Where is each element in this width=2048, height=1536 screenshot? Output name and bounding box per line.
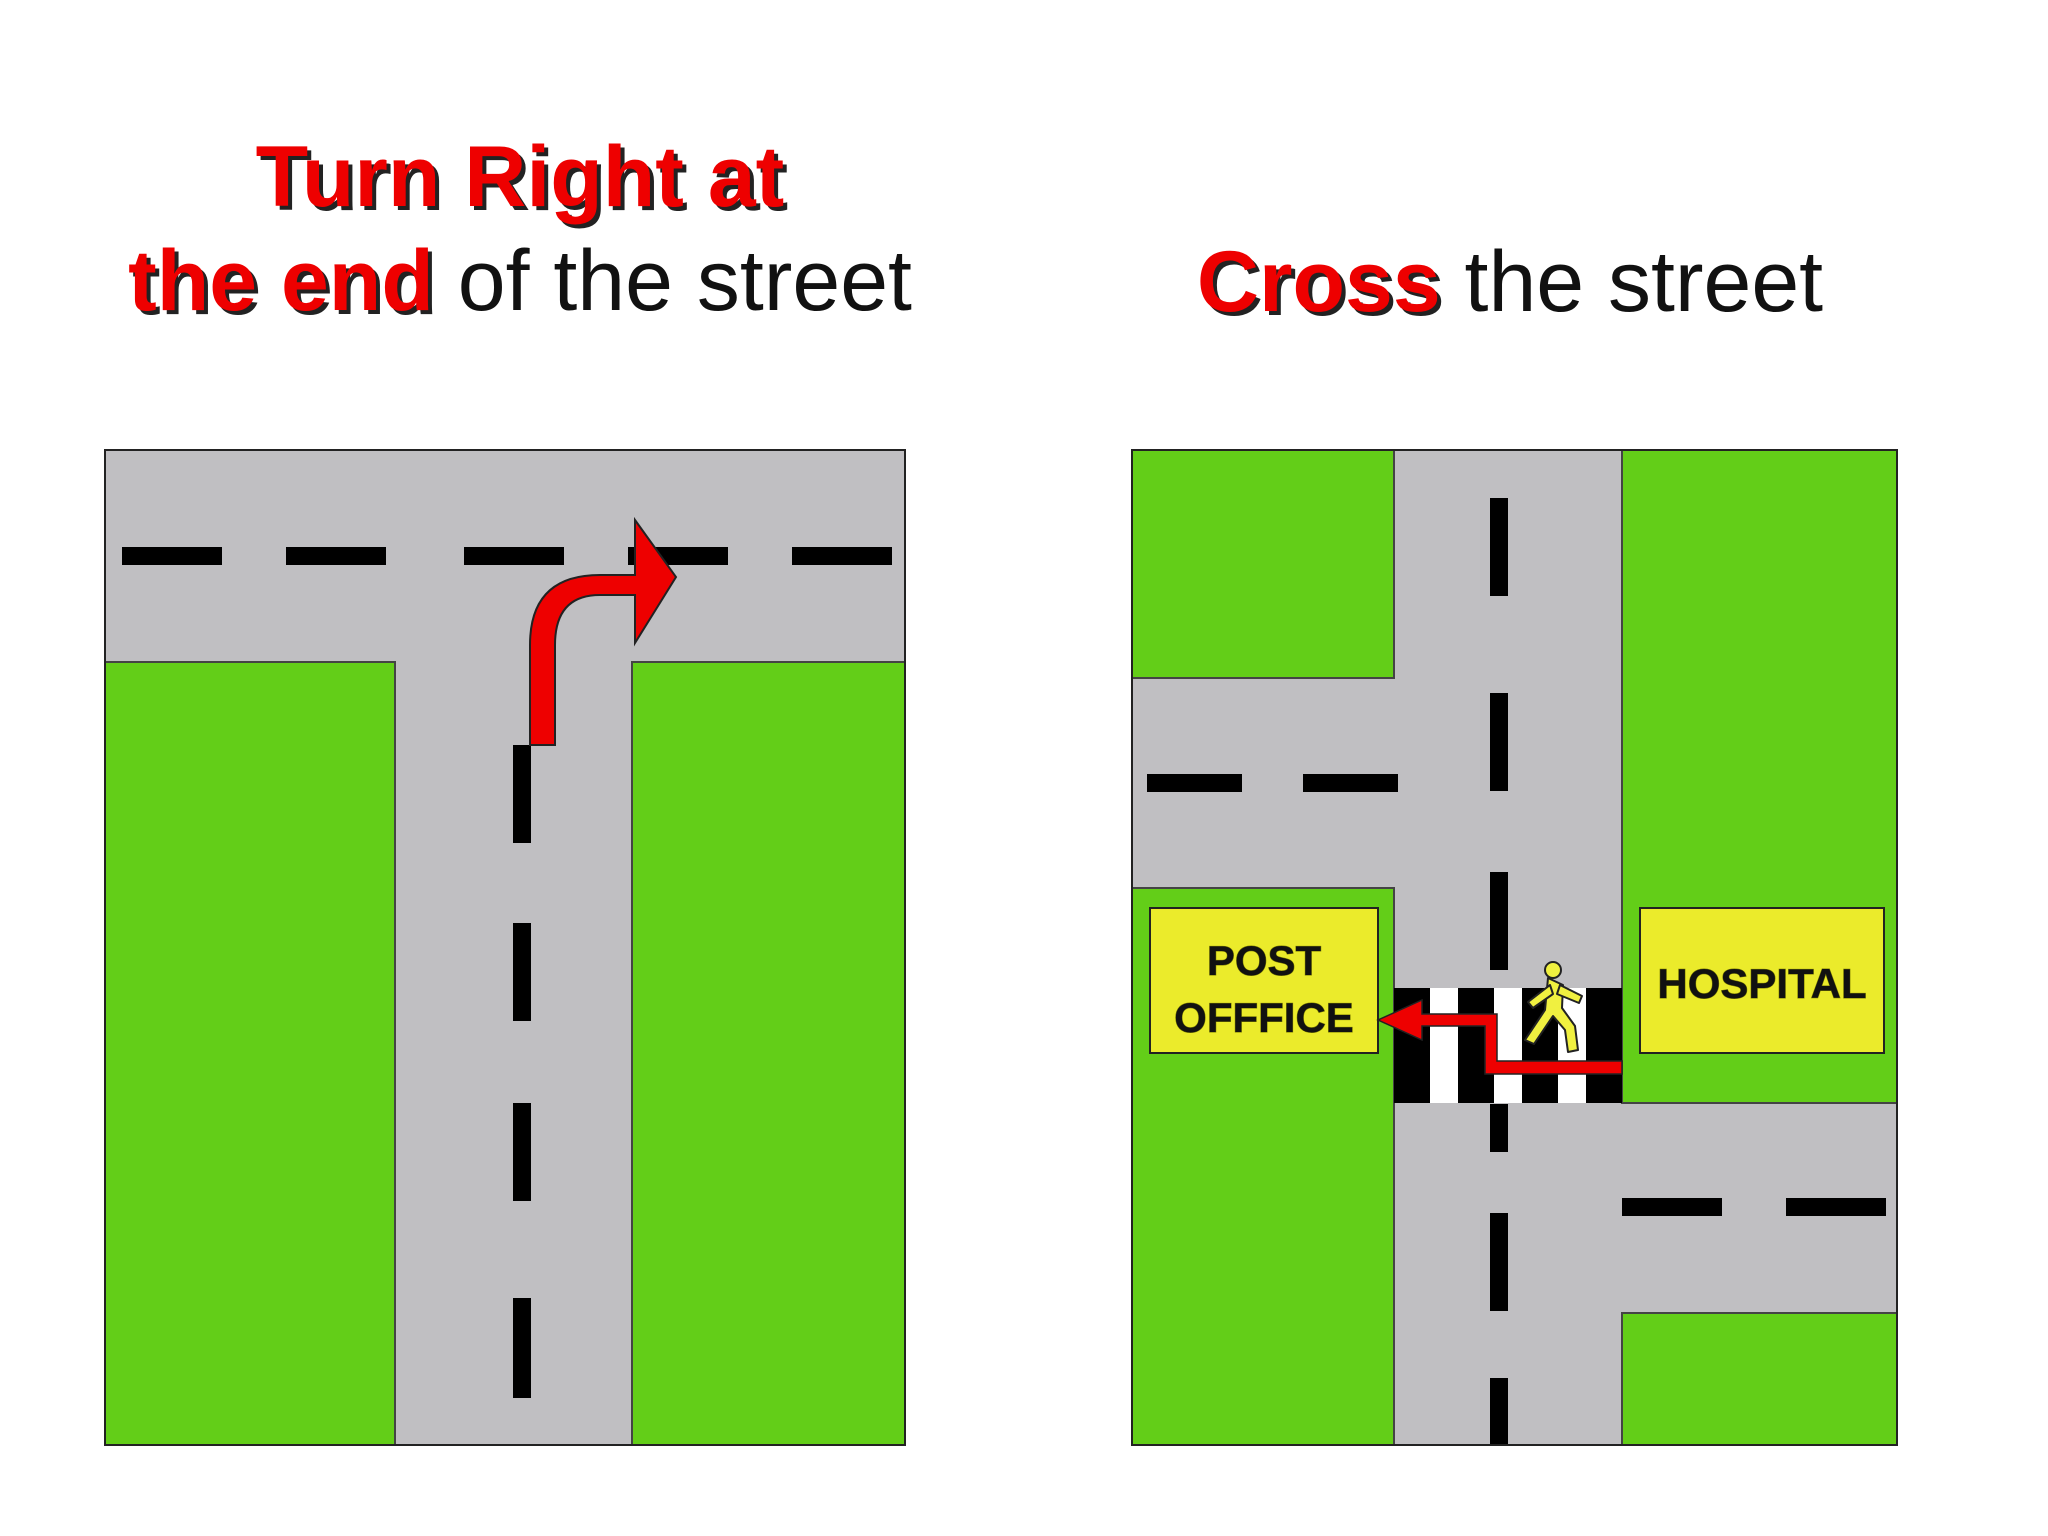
pedestrian-icon	[1524, 961, 1583, 1053]
the-end-emphasis: the end	[128, 233, 434, 329]
hospital-sign: HOSPITAL	[1639, 907, 1885, 1054]
right-lane-markings	[1147, 498, 1886, 1444]
turn-right-map	[104, 449, 906, 1446]
road-edges	[106, 661, 904, 1444]
vertical-lane-markings	[513, 745, 531, 1398]
the-street-text: the street	[1440, 234, 1824, 330]
cross-street-map: POST OFFFICE HOSPITAL	[1131, 449, 1898, 1446]
turn-right-emphasis: Turn Right at	[255, 129, 785, 225]
road-edges	[1133, 451, 1896, 1444]
hospital-label: HOSPITAL	[1657, 960, 1866, 1007]
turn-right-title: Turn Right at the end of the street	[80, 125, 960, 333]
post-office-sign: POST OFFFICE	[1149, 907, 1379, 1054]
route-arrow-icon	[1376, 998, 1623, 1075]
zebra-crossing	[1394, 988, 1622, 1103]
turn-right-title-line2: the end of the street	[80, 229, 960, 333]
post-office-label-line2: OFFFICE	[1174, 994, 1354, 1041]
turn-right-title-line1: Turn Right at	[80, 125, 960, 229]
of-the-street-text: of the street	[433, 233, 912, 329]
right-turn-arrow-icon	[529, 516, 678, 746]
cross-emphasis: Cross	[1196, 234, 1441, 330]
post-office-label-line1: POST	[1207, 937, 1322, 984]
cross-street-title: Cross the street	[1110, 230, 1910, 334]
